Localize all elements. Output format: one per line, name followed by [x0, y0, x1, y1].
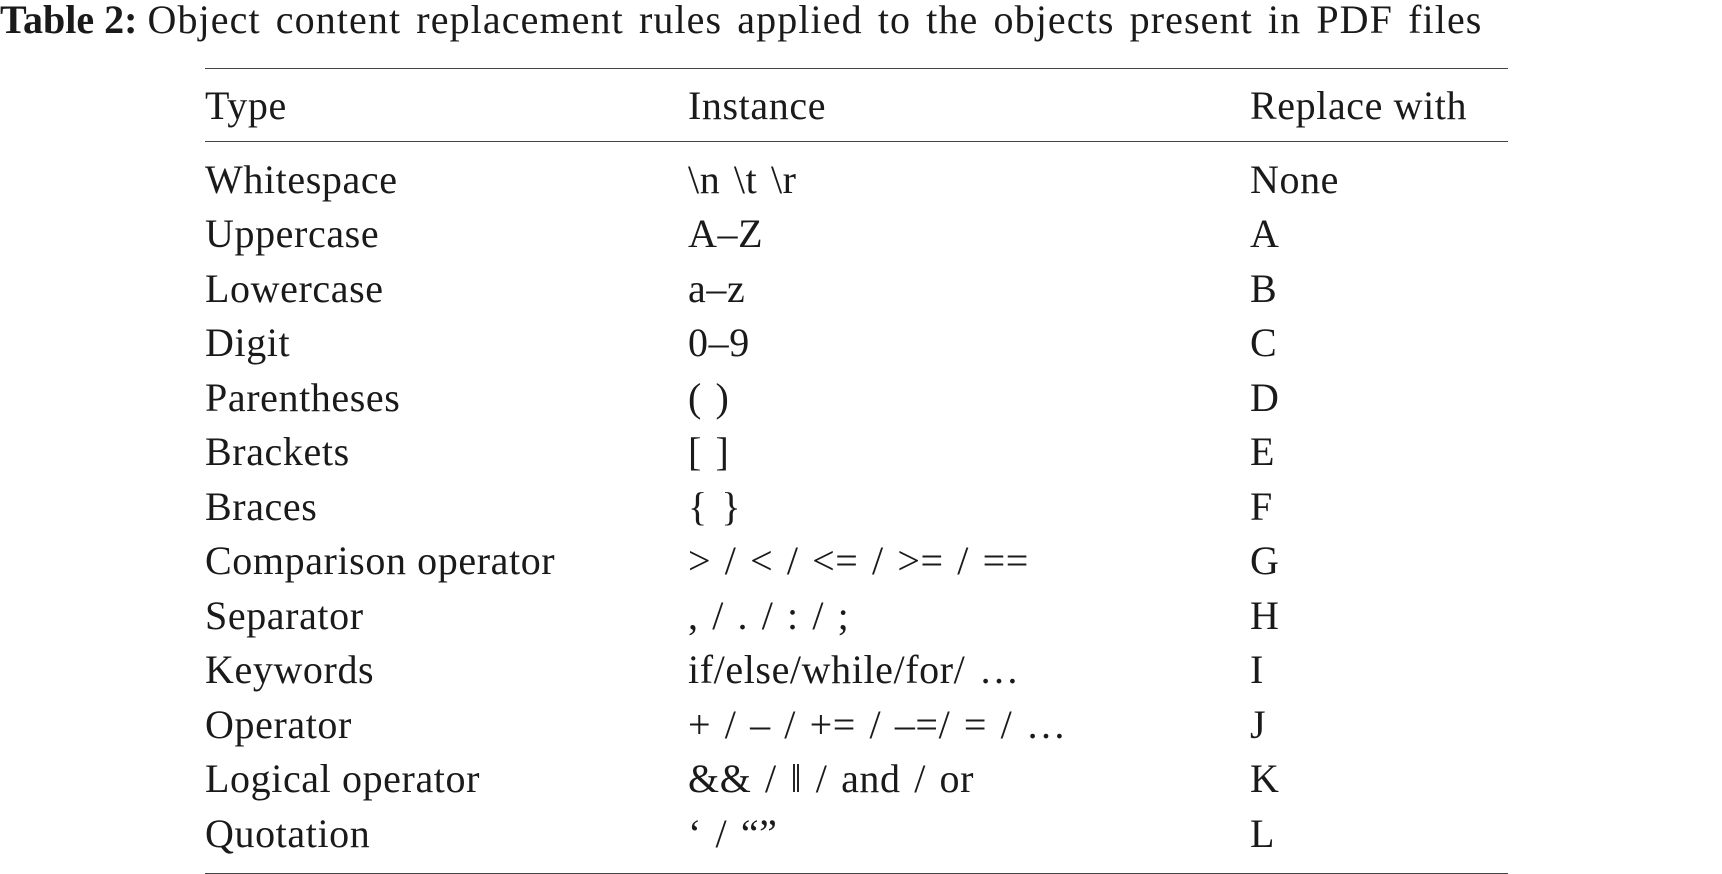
cell-replace: E	[1250, 429, 1276, 475]
table-body: Whitespace \n \t \r None Uppercase A–Z A…	[205, 142, 1508, 873]
table-row: Comparison operator > / < / <= / >= / ==…	[205, 534, 1508, 589]
cell-replace: L	[1250, 810, 1276, 856]
cell-replace: K	[1250, 756, 1280, 802]
cell-instance: > / < / <= / >= / ==	[688, 538, 1029, 584]
table-row: Uppercase A–Z A	[205, 207, 1508, 262]
table-caption-text: Object content replacement rules applied…	[147, 0, 1483, 42]
table-row: Digit 0–9 C	[205, 316, 1508, 371]
table-row: Braces { } F	[205, 479, 1508, 534]
table-caption-label: Table 2:	[0, 0, 138, 42]
cell-type: Separator	[205, 592, 364, 638]
header-type: Type	[205, 82, 287, 128]
cell-instance: && / ‖ / and / or	[688, 756, 975, 802]
cell-replace: H	[1250, 592, 1280, 638]
header-replace-with: Replace with	[1250, 82, 1468, 128]
cell-instance: 0–9	[688, 320, 750, 366]
cell-replace: D	[1250, 374, 1280, 420]
table-row: Lowercase a–z B	[205, 261, 1508, 316]
cell-replace: I	[1250, 647, 1264, 693]
header-instance: Instance	[688, 82, 827, 128]
table-row: Keywords if/else/while/for/ … I	[205, 643, 1508, 698]
cell-type: Quotation	[205, 810, 371, 856]
cell-type: Digit	[205, 320, 291, 366]
cell-instance: if/else/while/for/ …	[688, 647, 1020, 693]
table-row: Logical operator && / ‖ / and / or K	[205, 752, 1508, 807]
cell-type: Logical operator	[205, 756, 481, 802]
cell-replace: A	[1250, 211, 1280, 257]
replacement-rules-table-container: Type Instance Replace with Whitespace \n…	[205, 68, 1508, 874]
cell-type: Keywords	[205, 647, 375, 693]
cell-type: Comparison operator	[205, 538, 556, 584]
cell-replace: C	[1250, 320, 1278, 366]
cell-type: Brackets	[205, 429, 350, 475]
table-row: Brackets [ ] E	[205, 425, 1508, 480]
table-caption: Table 2: Object content replacement rule…	[0, 0, 1722, 40]
cell-type: Whitespace	[205, 156, 398, 202]
table-row: Operator + / – / += / –=/ = / … J	[205, 697, 1508, 752]
cell-type: Uppercase	[205, 211, 380, 257]
cell-instance: , / . / : / ;	[688, 592, 850, 638]
table-row: Separator , / . / : / ; H	[205, 588, 1508, 643]
cell-replace: J	[1250, 701, 1267, 747]
cell-type: Operator	[205, 701, 352, 747]
table-row: Parentheses ( ) D	[205, 370, 1508, 425]
cell-replace: None	[1250, 156, 1340, 202]
cell-instance: [ ]	[688, 429, 730, 475]
replacement-rules-table: Type Instance Replace with Whitespace \n…	[205, 68, 1508, 874]
cell-instance: ( )	[688, 374, 730, 420]
cell-instance: + / – / += / –=/ = / …	[688, 701, 1067, 747]
cell-instance: ‘ / “”	[688, 810, 778, 856]
cell-type: Parentheses	[205, 374, 401, 420]
header-row: Type Instance Replace with	[205, 68, 1508, 142]
cell-replace: F	[1250, 483, 1273, 529]
cell-instance: A–Z	[688, 211, 764, 257]
cell-type: Lowercase	[205, 265, 384, 311]
cell-replace: G	[1250, 538, 1280, 584]
cell-instance: a–z	[688, 265, 746, 311]
cell-type: Braces	[205, 483, 318, 529]
cell-instance: \n \t \r	[688, 156, 797, 202]
cell-instance: { }	[688, 483, 742, 529]
table-header: Type Instance Replace with	[205, 68, 1508, 142]
table-row: Quotation ‘ / “” L	[205, 806, 1508, 873]
cell-replace: B	[1250, 265, 1278, 311]
table-row: Whitespace \n \t \r None	[205, 142, 1508, 207]
